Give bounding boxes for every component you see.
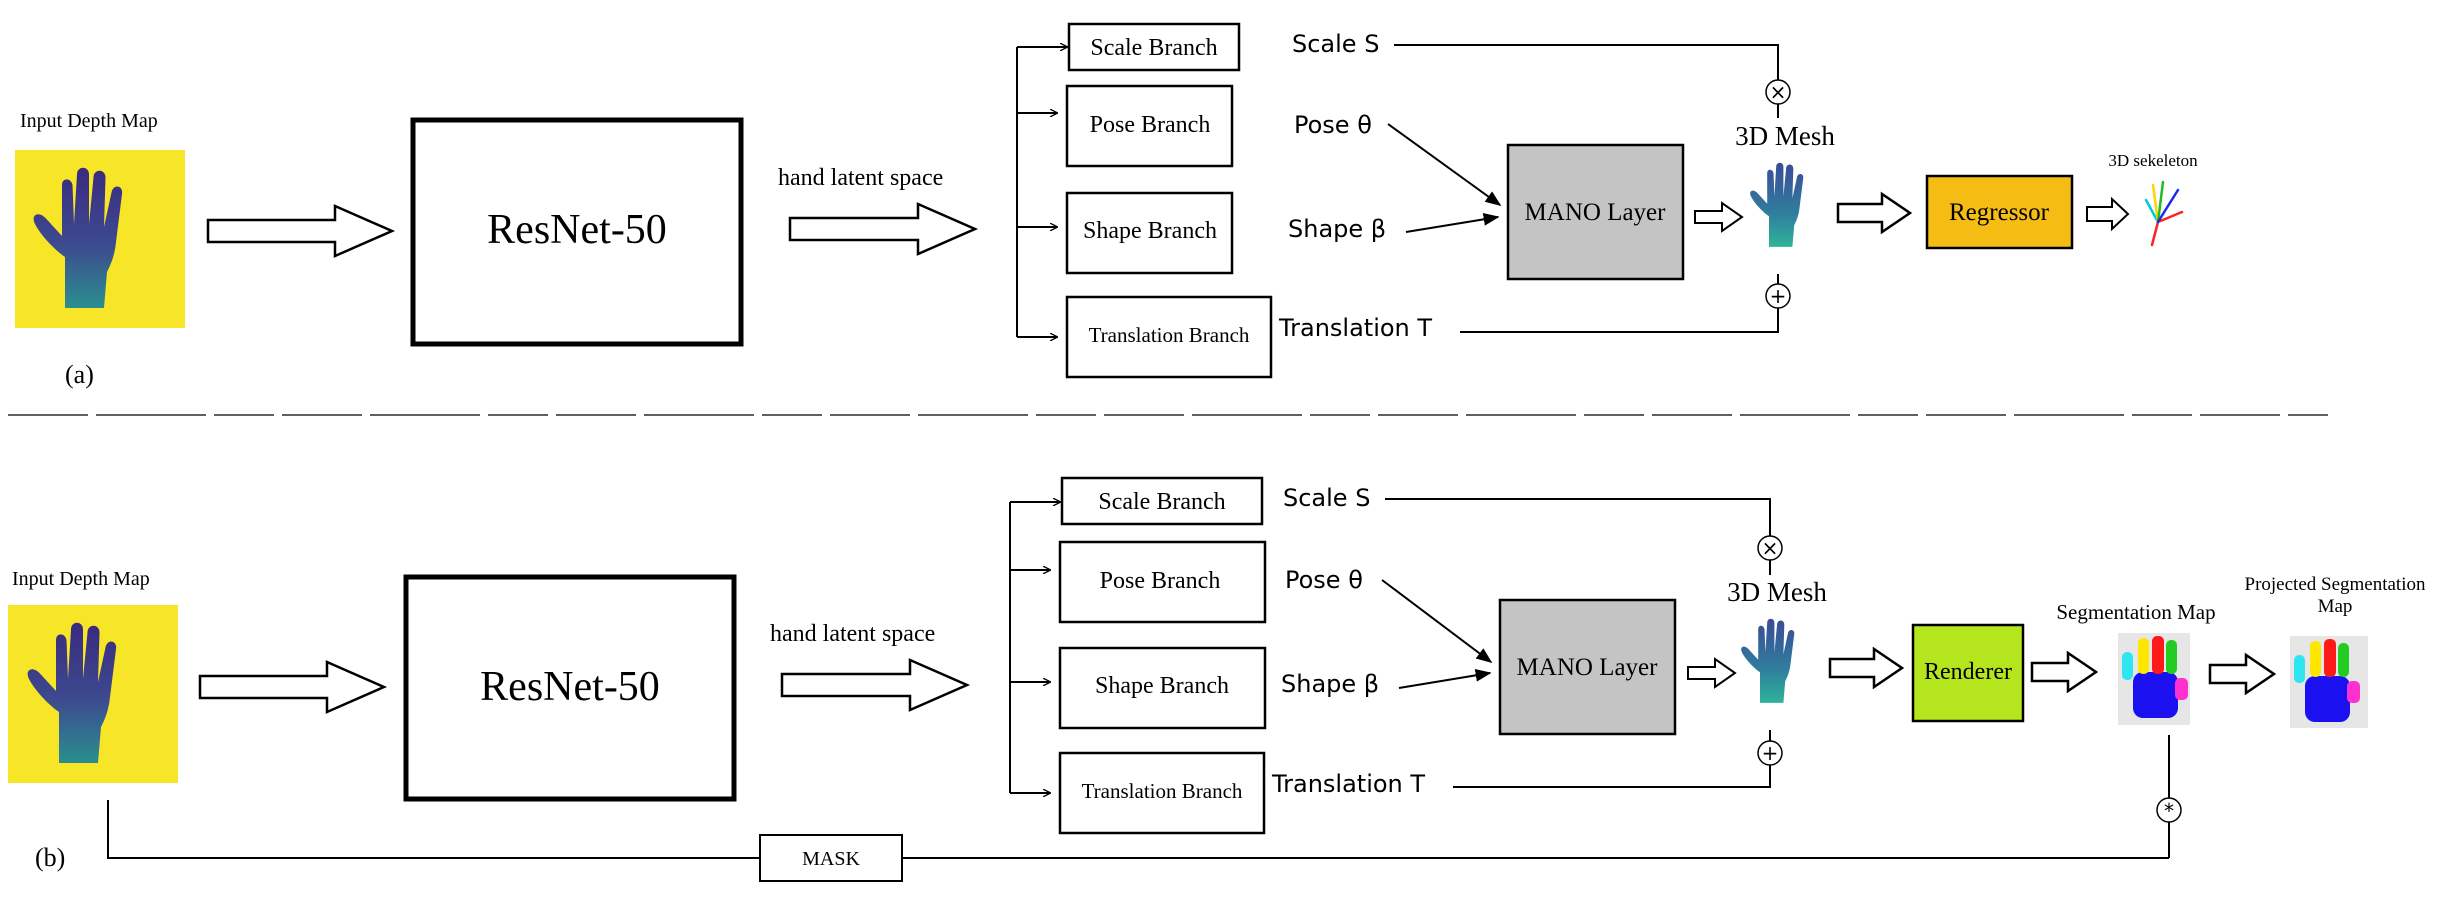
hollow-arrow-mano-b [1687, 657, 1737, 689]
shape-branch-label-a: Shape Branch [1083, 218, 1217, 244]
hollow-arrow-seg-b [2030, 650, 2099, 694]
panel-label-b: (b) [35, 843, 65, 872]
scale-branch-box-b [1060, 476, 1264, 526]
hollow-arrow-latent-b [780, 658, 971, 712]
multiply-node-b [1757, 535, 1783, 561]
param-shape-b: Shape β [1281, 670, 1379, 698]
proj-seg-map-b [2290, 636, 2368, 728]
branch-fanout-b [1009, 502, 1060, 793]
pose-branch-label-a: Pose Branch [1090, 112, 1211, 138]
input-depth-map-a [15, 150, 185, 328]
resnet-box-a [410, 117, 744, 347]
mesh-label-b: 3D Mesh [1727, 577, 1827, 607]
mesh-image-b [1741, 618, 1795, 703]
seg-label-b: Segmentation Map [2056, 600, 2215, 624]
resnet-box-b [403, 574, 737, 802]
panel-a: Input Depth Map (a) ResNet-50 hand laten… [15, 22, 2198, 389]
multiply-symbol-a: × [1770, 80, 1787, 104]
mano-layer-label-a: MANO Layer [1525, 199, 1667, 226]
translation-branch-box-a [1065, 295, 1273, 379]
latent-label-a: hand latent space [778, 165, 943, 191]
scale-branch-box-a [1067, 22, 1241, 72]
regressor-label-a: Regressor [1949, 199, 2050, 226]
proj-label-line2-b: Map [2318, 596, 2353, 617]
param-shape-a: Shape β [1288, 215, 1386, 243]
pose-branch-box-a [1065, 84, 1234, 168]
panel-label-a: (a) [65, 360, 94, 389]
mask-connector-b [107, 735, 2170, 859]
resnet-label-a: ResNet-50 [487, 207, 667, 253]
scale-branch-label-a: Scale Branch [1090, 35, 1217, 61]
mano-layer-label-b: MANO Layer [1517, 654, 1659, 681]
add-node-a [1765, 283, 1791, 309]
mano-layer-box-a [1506, 143, 1685, 281]
multiply-node-a [1765, 79, 1791, 105]
pose-branch-label-b: Pose Branch [1100, 568, 1221, 594]
hollow-arrow-skeleton-a [2086, 196, 2130, 232]
input-depth-label-a: Input Depth Map [20, 110, 158, 132]
param-scale-a: Scale S [1292, 30, 1379, 58]
hollow-arrow-regressor-a [1836, 191, 1913, 235]
input-depth-map-b [8, 605, 178, 783]
skeleton-label-a: 3D sekeleton [2108, 151, 2198, 170]
param-translation-a: Translation T [1278, 314, 1432, 342]
mask-box-b [759, 834, 903, 882]
panel-b: Input Depth Map (b) ResNet-50 hand laten… [8, 476, 2426, 882]
pose-branch-box-b [1058, 540, 1267, 624]
hollow-arrow-latent-a [788, 202, 979, 256]
input-depth-label-b: Input Depth Map [12, 568, 150, 590]
mesh-image-a [1750, 162, 1804, 247]
hollow-arrow-mano-a [1694, 201, 1744, 233]
hollow-arrow-input-b [198, 660, 388, 714]
shape-branch-label-b: Shape Branch [1095, 673, 1229, 699]
param-pose-b: Pose θ [1285, 566, 1363, 594]
add-symbol-a: + [1770, 284, 1787, 308]
renderer-box-b [1911, 623, 2025, 723]
latent-label-b: hand latent space [770, 621, 935, 647]
conv-symbol-b: * [2164, 799, 2174, 823]
scale-branch-label-b: Scale Branch [1098, 489, 1225, 515]
skeleton-image-a [2144, 180, 2184, 247]
resnet-label-b: ResNet-50 [480, 664, 660, 710]
hollow-arrow-proj-b [2208, 652, 2277, 696]
shape-branch-box-a [1065, 191, 1234, 275]
translation-branch-label-b: Translation Branch [1082, 779, 1243, 803]
add-symbol-b: + [1762, 741, 1779, 765]
param-connectors-a [1387, 44, 1779, 333]
multiply-symbol-b: × [1762, 536, 1779, 560]
seg-map-b [2118, 633, 2190, 725]
hollow-arrow-renderer-b [1828, 646, 1905, 690]
param-scale-b: Scale S [1283, 484, 1370, 512]
shape-branch-box-b [1058, 646, 1267, 730]
mesh-label-a: 3D Mesh [1735, 121, 1835, 151]
proj-label-line1-b: Projected Segmentation [2245, 574, 2426, 595]
hollow-arrow-input-a [206, 204, 396, 258]
param-translation-b: Translation T [1271, 770, 1425, 798]
mano-layer-box-b [1498, 598, 1677, 736]
param-connectors-b [1381, 498, 1771, 788]
mask-label-b: MASK [802, 848, 860, 870]
conv-node-b [2156, 797, 2182, 823]
translation-branch-label-a: Translation Branch [1089, 323, 1250, 347]
translation-branch-box-b [1058, 751, 1266, 835]
renderer-label-b: Renderer [1924, 659, 2012, 685]
param-pose-a: Pose θ [1294, 111, 1372, 139]
add-node-b [1757, 740, 1783, 766]
branch-fanout-a [1016, 47, 1067, 337]
regressor-box-a [1925, 174, 2074, 250]
